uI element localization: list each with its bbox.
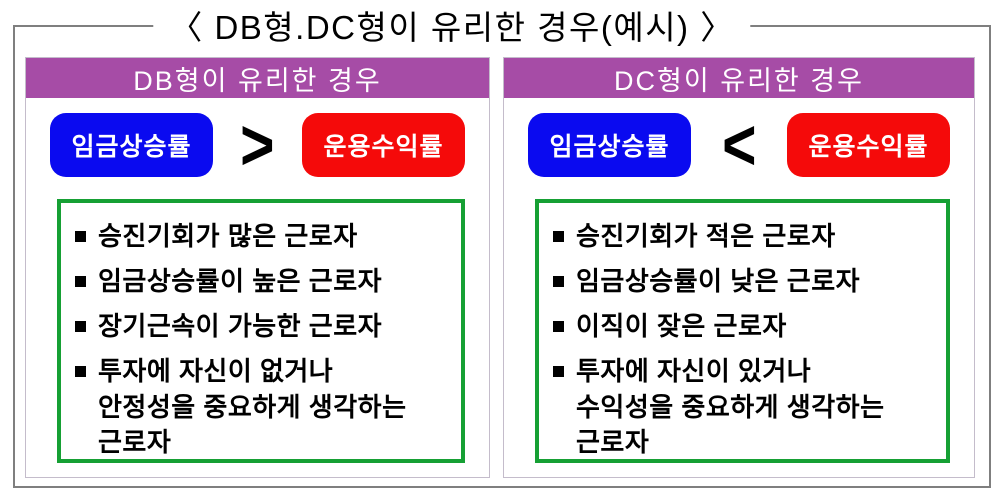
wage-growth-box: 임금상승률 bbox=[528, 113, 691, 177]
list-item-text: 장기근속이 가능한 근로자 bbox=[98, 310, 383, 341]
bullet-square-icon bbox=[75, 275, 86, 287]
panel-dc-comparison: 임금상승률 < 운용수익률 bbox=[504, 103, 974, 186]
bullet-square-icon bbox=[75, 320, 86, 332]
bullet-square-icon bbox=[553, 231, 564, 242]
list-item: 이직이 잦은 근로자 bbox=[551, 309, 940, 345]
diagram-title: 〈 DB형.DC형이 유리한 경우(예시) 〉 bbox=[153, 1, 751, 49]
panel-dc: DC형이 유리한 경우 임금상승률 < 운용수익률 승진기회가 적은 근로자 임… bbox=[503, 57, 975, 478]
list-item-text: 임금상승률이 낮은 근로자 bbox=[576, 265, 861, 296]
list-item: 임금상승률이 낮은 근로자 bbox=[551, 264, 940, 300]
bullet-square-icon bbox=[75, 365, 86, 377]
list-item: 투자에 자신이 있거나 수익성을 중요하게 생각하는 근로자 bbox=[551, 354, 940, 462]
list-item: 장기근속이 가능한 근로자 bbox=[73, 309, 455, 345]
panel-db-header: DB형이 유리한 경우 bbox=[26, 58, 489, 98]
list-item-text: 이직이 잦은 근로자 bbox=[576, 310, 787, 341]
list-item-text: 승진기회가 적은 근로자 bbox=[576, 221, 836, 251]
less-than-icon: < bbox=[721, 103, 757, 186]
list-item-text: 투자에 자신이 있거나 수익성을 중요하게 생각하는 근로자 bbox=[576, 355, 885, 458]
list-item: 승진기회가 많은 근로자 bbox=[73, 219, 455, 255]
panel-db: DB형이 유리한 경우 임금상승률 > 운용수익률 승진기회가 많은 근로자 임… bbox=[25, 57, 490, 478]
panel-dc-header: DC형이 유리한 경우 bbox=[504, 58, 974, 98]
bullet-square-icon bbox=[75, 231, 86, 242]
panel-dc-worker-list: 승진기회가 적은 근로자 임금상승률이 낮은 근로자 이직이 잦은 근로자 투자… bbox=[535, 199, 950, 463]
list-item: 임금상승률이 높은 근로자 bbox=[73, 264, 455, 300]
bullet-square-icon bbox=[553, 275, 564, 287]
panel-db-comparison: 임금상승률 > 운용수익률 bbox=[26, 103, 489, 186]
bullet-square-icon bbox=[553, 365, 564, 377]
list-item: 승진기회가 적은 근로자 bbox=[551, 219, 940, 255]
greater-than-icon: > bbox=[240, 103, 275, 186]
list-item-text: 투자에 자신이 없거나 안정성을 중요하게 생각하는 근로자 bbox=[98, 355, 407, 458]
bullet-square-icon bbox=[553, 320, 564, 332]
list-item-text: 임금상승률이 높은 근로자 bbox=[98, 265, 383, 296]
list-item: 투자에 자신이 없거나 안정성을 중요하게 생각하는 근로자 bbox=[73, 354, 455, 462]
investment-return-box: 운용수익률 bbox=[301, 113, 465, 177]
list-item-text: 승진기회가 많은 근로자 bbox=[98, 221, 358, 251]
panel-db-worker-list: 승진기회가 많은 근로자 임금상승률이 높은 근로자 장기근속이 가능한 근로자… bbox=[57, 199, 465, 463]
investment-return-box: 운용수익률 bbox=[786, 113, 950, 177]
wage-growth-box: 임금상승률 bbox=[50, 113, 213, 177]
